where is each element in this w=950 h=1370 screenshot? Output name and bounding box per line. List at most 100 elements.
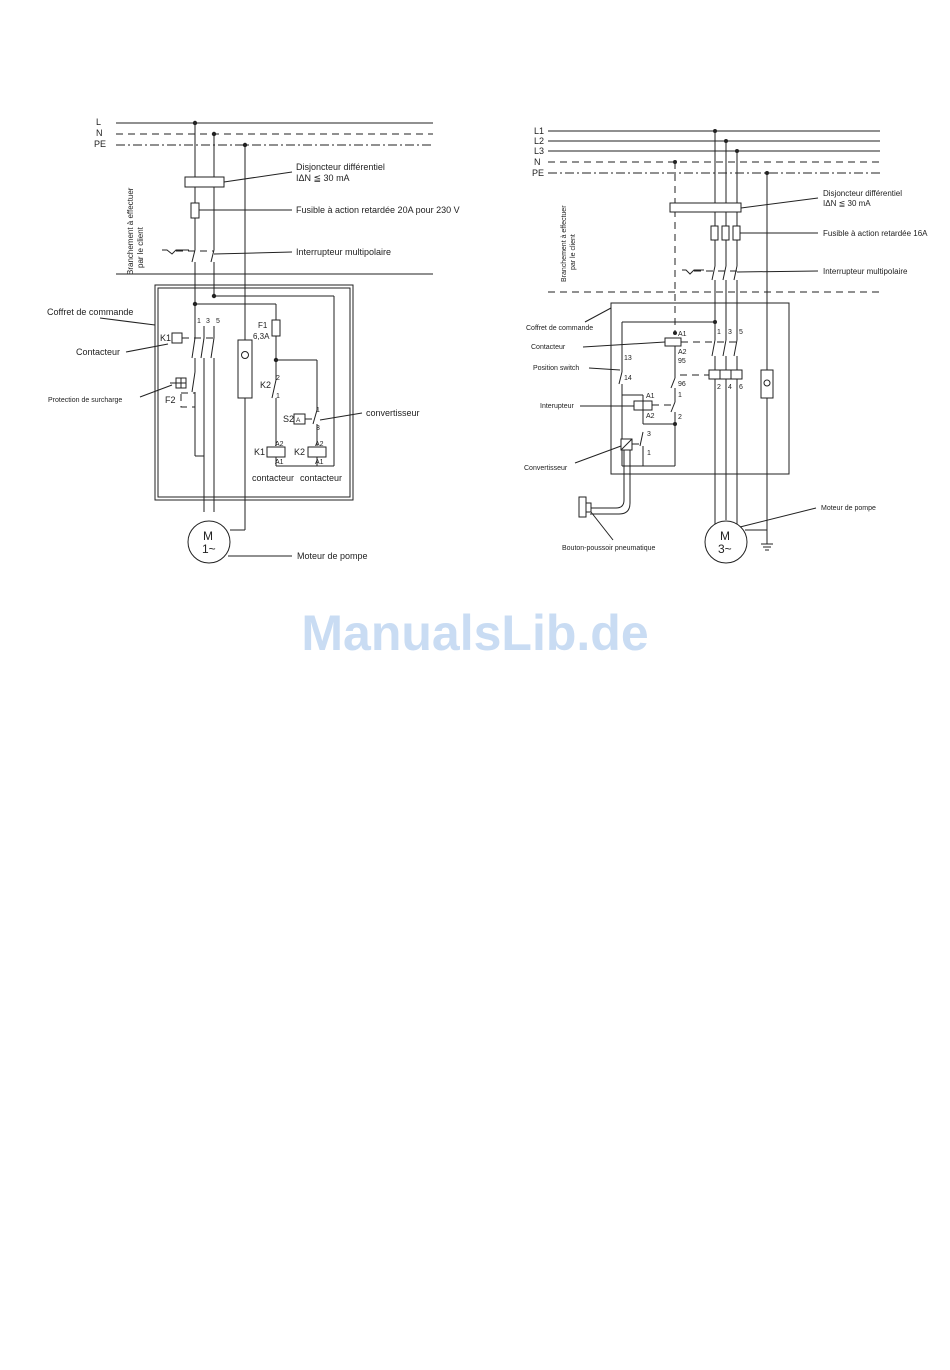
converter-leader (319, 412, 363, 421)
converter-label: convertisseur (366, 408, 420, 418)
svg-text:A: A (296, 417, 301, 424)
bus-n-label: N (96, 128, 103, 138)
earth-terminal (760, 369, 774, 399)
fuse-label: Fusible à action retardée 16A (823, 229, 928, 238)
k2-coil-box (307, 446, 327, 458)
position-switch-13: 13 (624, 355, 632, 362)
terminal-5: 5 (739, 329, 743, 336)
contactor-a1: A1 (678, 331, 687, 338)
k2-label: K2 (260, 380, 271, 390)
terminal-5: 5 (216, 318, 220, 325)
bus-l2-label: L2 (534, 136, 544, 146)
overload-96: 96 (678, 381, 686, 388)
contactor-leader (582, 341, 666, 348)
motor-phase: 1~ (202, 542, 216, 556)
rcd-leader (223, 171, 293, 183)
bus-pe-label: PE (532, 168, 544, 178)
fuse-label: Fusible à action retardée 20A pour 230 V (296, 205, 460, 215)
motor-phase: 3~ (718, 542, 732, 556)
k2-coil-a2: A2 (315, 441, 324, 448)
k1-coil-label: K1 (254, 447, 265, 457)
bus-pe-label: PE (94, 139, 106, 149)
interrupter-2: 2 (678, 414, 682, 421)
rcd-label: Disjoncteur différentiel (296, 162, 385, 172)
switch-label: Interrupteur multipolaire (823, 267, 908, 276)
rcd-rating: IΔN ≦ 30 mA (823, 199, 871, 208)
motor-m: M (720, 529, 730, 543)
k2-pin-bottom: 1 (276, 393, 280, 400)
three-phase-diagram: L1 L2 L3 N PE Branchement à effectuer pa… (524, 126, 928, 564)
k1-coil-a1: A1 (275, 459, 284, 466)
f1-label: F1 (258, 321, 268, 330)
pneumatic-tube-2 (590, 450, 631, 515)
contactor-coil (664, 337, 682, 347)
k2-pin-top: 2 (276, 375, 280, 382)
motor-m: M (203, 529, 213, 543)
rcd-leader (740, 197, 819, 209)
customer-connection-label: Branchement à effectuer (126, 187, 135, 275)
overload-label: Protection de surcharge (48, 397, 122, 404)
fuse-l1 (710, 225, 719, 241)
contactor-95: 95 (678, 358, 686, 365)
k1-coil-caption: contacteur (252, 473, 294, 483)
bus-l3-label: L3 (534, 146, 544, 156)
position-switch-14: 14 (624, 375, 632, 382)
terminal-4: 4 (728, 384, 732, 391)
pushbutton-label: Bouton-poussoir pneumatique (562, 545, 656, 552)
single-phase-diagram: L N PE Branchement à effectuer par le cl… (47, 117, 460, 564)
control-box-label: Coffret de commande (526, 325, 593, 332)
single-phase-motor (187, 520, 231, 564)
converter-1: 1 (647, 450, 651, 457)
interrupter-a1: A1 (646, 393, 655, 400)
f2-label: F2 (165, 395, 176, 405)
bus-l1-label: L1 (534, 126, 544, 136)
interrupter-label: Interupteur (540, 403, 575, 410)
terminal-6: 6 (739, 384, 743, 391)
pneumatic-pushbutton (578, 496, 587, 518)
rcd-label: Disjoncteur différentiel (823, 189, 902, 198)
control-box-leader (584, 307, 612, 323)
s2-label: S2 (283, 414, 294, 424)
switch-leader (736, 270, 819, 273)
contactor-label: Contacteur (76, 347, 120, 357)
three-phase-motor (704, 520, 748, 564)
s2-pin-1: 1 (316, 407, 320, 414)
overload-relay (708, 369, 743, 380)
contactor-leader (125, 343, 169, 353)
switch-actuator (682, 269, 704, 275)
converter-leader (574, 445, 622, 464)
k1-coil-box (266, 446, 286, 458)
position-switch-leader (588, 367, 621, 371)
k2-coil-a1: A1 (315, 459, 324, 466)
control-box-frame (610, 302, 790, 475)
motor-label: Moteur de pompe (297, 551, 368, 561)
fuse-l3 (732, 225, 741, 241)
fuse-l2 (721, 225, 730, 241)
motor-leader (739, 507, 817, 528)
bus-n-label: N (534, 157, 541, 167)
earth-terminal (237, 339, 253, 399)
fuse-symbol (190, 202, 200, 219)
overload-1: 1 (678, 392, 682, 399)
pushbutton-leader (590, 511, 614, 541)
switch-leader (213, 251, 293, 255)
terminal-2: 2 (717, 384, 721, 391)
motor-label: Moteur de pompe (821, 505, 876, 512)
control-box-frame-inner (157, 287, 351, 498)
s2-pin-3: 3 (316, 425, 320, 432)
bus-l-label: L (96, 117, 101, 127)
overload-leader (139, 384, 173, 398)
k2-coil-caption: contacteur (300, 473, 342, 483)
customer-connection-label-2: par le client (570, 234, 577, 270)
rcd-rating: IΔN ≦ 30 mA (296, 173, 350, 183)
terminal-1: 1 (197, 318, 201, 325)
control-box-label: Coffret de commande (47, 307, 133, 317)
converter-label: Convertisseur (524, 465, 568, 472)
rcd-symbol (184, 176, 225, 188)
switch-actuator (162, 249, 189, 255)
customer-connection-label: Branchement à effectuer (561, 205, 568, 282)
contactor-label: Contacteur (531, 344, 566, 351)
watermark: ManualsLib.de (301, 605, 648, 661)
control-box-leader (99, 317, 156, 326)
